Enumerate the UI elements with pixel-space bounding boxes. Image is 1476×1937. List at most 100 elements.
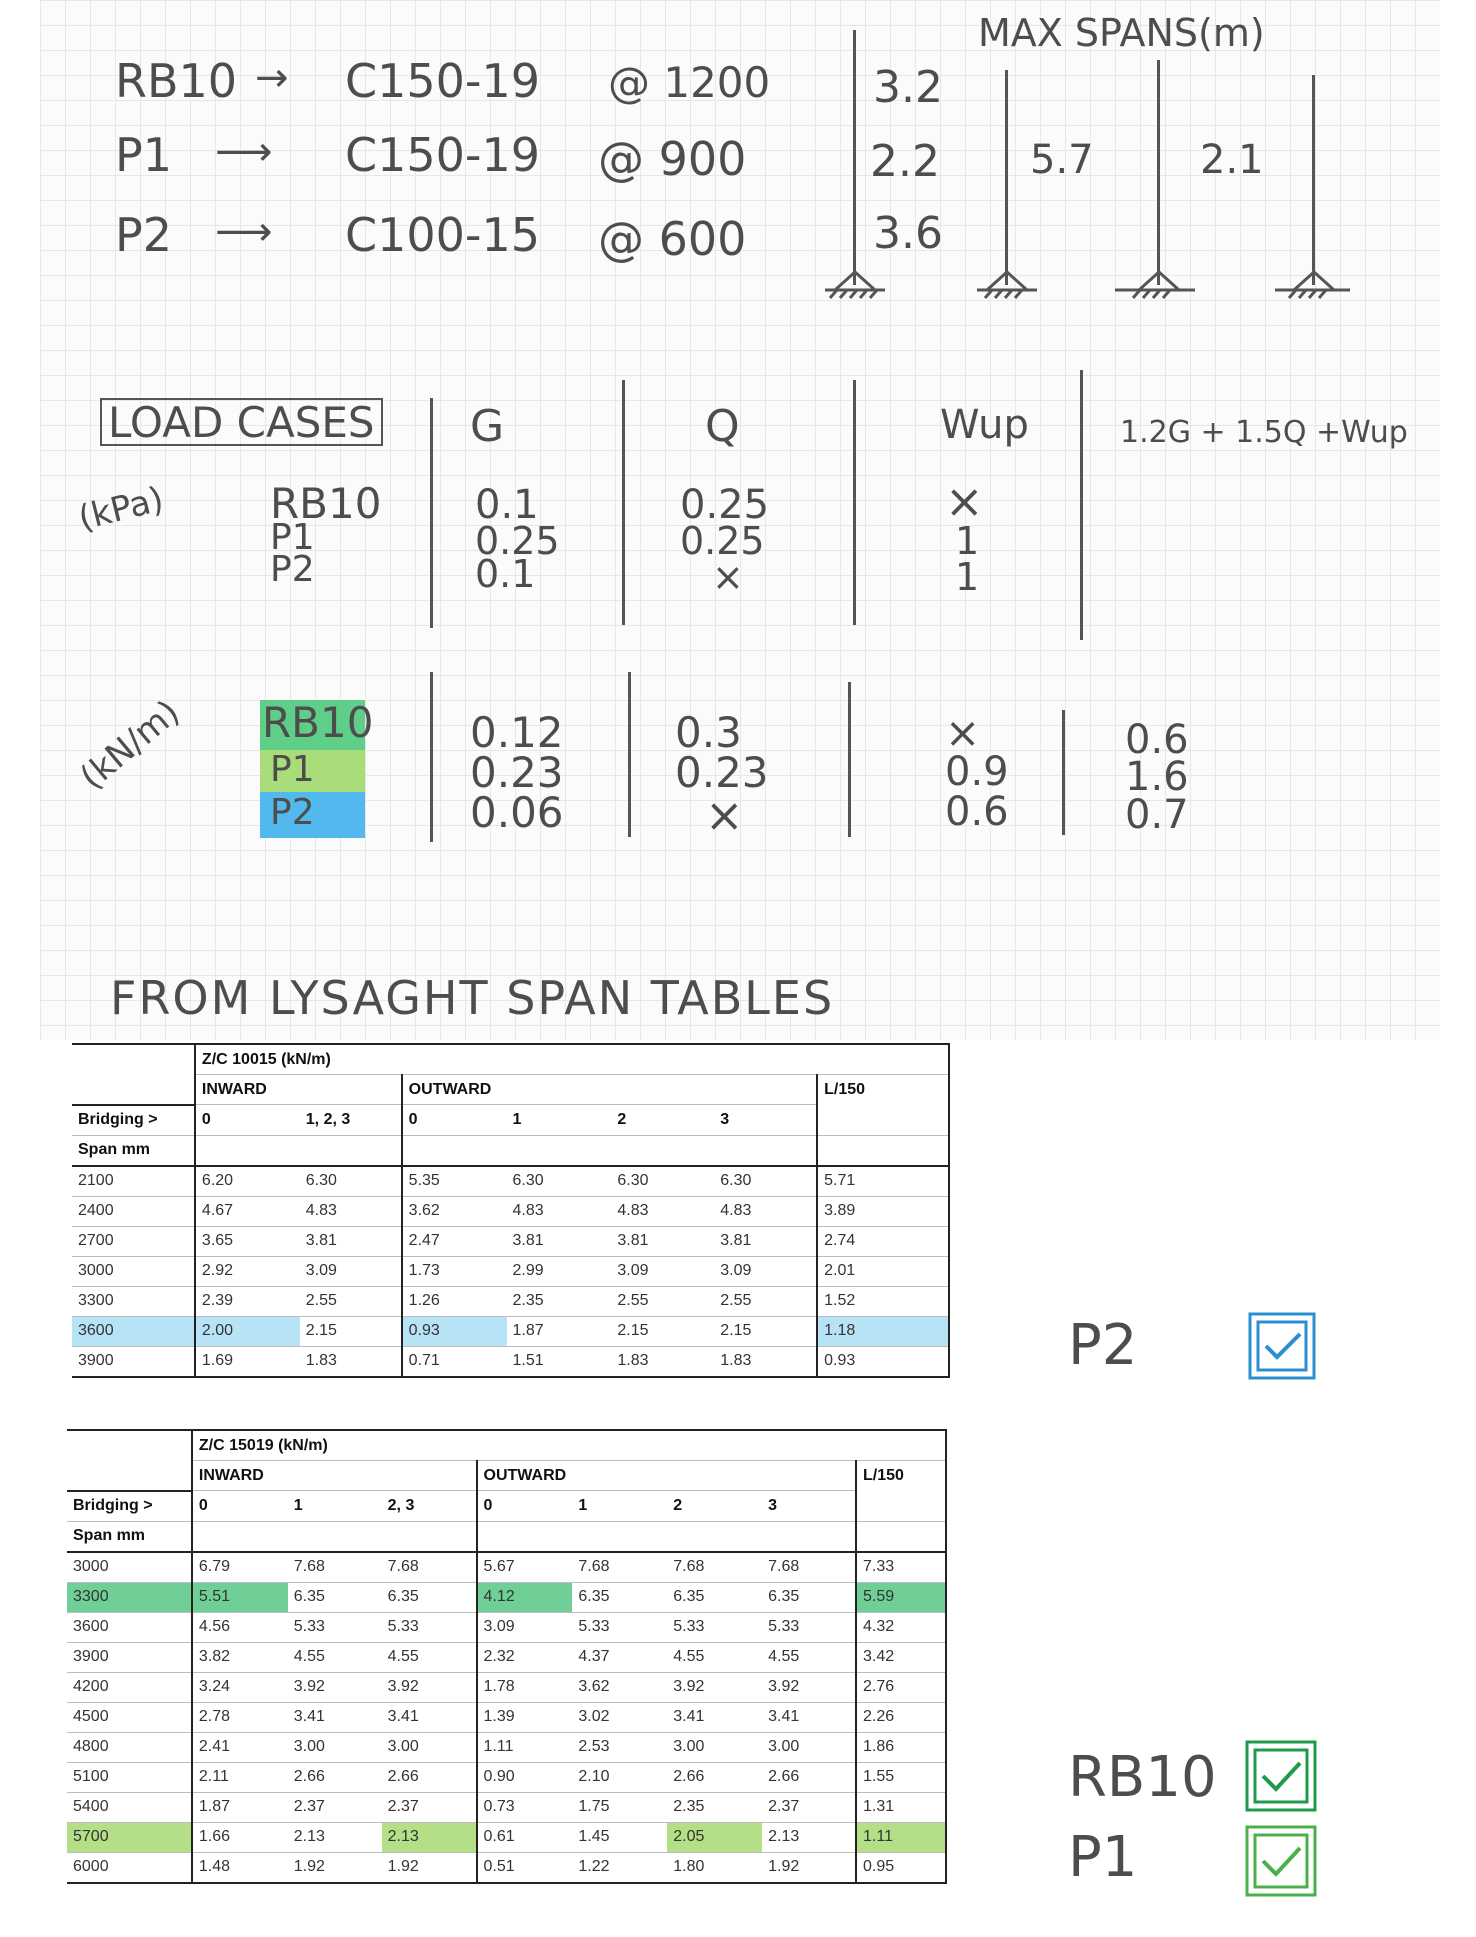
span-value: 2.2 bbox=[870, 136, 940, 187]
value-cell: 4.32 bbox=[855, 1612, 947, 1643]
checkbox-rb10[interactable] bbox=[1245, 1740, 1317, 1812]
span-value: 3.6 bbox=[873, 208, 943, 259]
knm-combo: 0.6 bbox=[1125, 717, 1189, 763]
span-cell: 3300 bbox=[67, 1582, 192, 1613]
divider bbox=[430, 672, 433, 842]
value-cell: 2.15 bbox=[611, 1316, 715, 1347]
value-cell: 1.87 bbox=[506, 1316, 612, 1347]
value-cell: 7.68 bbox=[287, 1551, 382, 1583]
check-label-p2: P2 bbox=[1068, 1313, 1138, 1378]
outward-header: OUTWARD bbox=[475, 1460, 857, 1491]
value-cell: 3.00 bbox=[667, 1732, 763, 1763]
case-name: RB10 bbox=[262, 698, 374, 747]
col-header: 0 bbox=[193, 1104, 300, 1136]
col-header: 2, 3 bbox=[381, 1490, 477, 1522]
value-cell: 3.92 bbox=[381, 1672, 477, 1703]
value-cell: 3.09 bbox=[299, 1256, 402, 1287]
checkbox-p1[interactable] bbox=[1245, 1825, 1317, 1897]
knm-wup: 0.9 bbox=[945, 749, 1009, 795]
value-cell: 0.90 bbox=[475, 1762, 573, 1793]
column-line bbox=[1005, 70, 1008, 285]
value-cell: 3.09 bbox=[475, 1612, 573, 1643]
value-cell: 5.33 bbox=[381, 1612, 477, 1643]
span-table-10015: Z/C 10015 (kN/m) INWARD OUTWARD L/150 Br… bbox=[72, 1043, 950, 1378]
value-cell: 3.09 bbox=[714, 1256, 818, 1287]
span-value: 2.1 bbox=[1200, 137, 1264, 183]
value-cell: 1.48 bbox=[190, 1852, 288, 1884]
checkbox-p2[interactable] bbox=[1248, 1312, 1316, 1380]
span-cell: 5700 bbox=[67, 1822, 192, 1853]
value-cell: 1.87 bbox=[190, 1792, 288, 1823]
col-header: 2 bbox=[667, 1490, 763, 1522]
value-cell: 5.35 bbox=[400, 1165, 507, 1197]
value-cell: 3.81 bbox=[506, 1226, 612, 1257]
value-cell: 3.00 bbox=[287, 1732, 382, 1763]
value-cell: 1.92 bbox=[381, 1852, 477, 1884]
value-cell: 4.55 bbox=[381, 1642, 477, 1673]
value-cell: 7.68 bbox=[667, 1551, 763, 1583]
value-cell: 0.61 bbox=[475, 1822, 573, 1853]
value-cell: 0.93 bbox=[400, 1316, 507, 1347]
value-cell: 2.47 bbox=[400, 1226, 507, 1257]
value-cell: 2.66 bbox=[287, 1762, 382, 1793]
span-cell: 5100 bbox=[67, 1762, 192, 1793]
value-cell: 7.33 bbox=[855, 1551, 947, 1583]
value-cell: 2.35 bbox=[667, 1792, 763, 1823]
value-cell: 1.31 bbox=[855, 1792, 947, 1823]
member-section: C100-15 bbox=[345, 208, 541, 262]
value-cell: 1.55 bbox=[855, 1762, 947, 1793]
graph-paper bbox=[40, 0, 1440, 1040]
value-cell: 1.51 bbox=[506, 1346, 612, 1378]
header-g: G bbox=[470, 401, 505, 452]
value-cell: 4.12 bbox=[475, 1582, 573, 1613]
case-name: P1 bbox=[270, 749, 315, 790]
case-name: P2 bbox=[270, 549, 315, 590]
value-cell: 1.80 bbox=[667, 1852, 763, 1884]
value-cell: 1.75 bbox=[572, 1792, 668, 1823]
highlight-p2 bbox=[260, 792, 365, 838]
value-cell: 3.41 bbox=[381, 1702, 477, 1733]
value-cell: 1.39 bbox=[475, 1702, 573, 1733]
value-cell: 3.81 bbox=[299, 1226, 402, 1257]
knm-wup: × bbox=[945, 708, 981, 757]
value-cell: 2.53 bbox=[572, 1732, 668, 1763]
value-cell: 6.35 bbox=[762, 1582, 857, 1613]
value-cell: 2.92 bbox=[193, 1256, 300, 1287]
value-cell: 6.35 bbox=[572, 1582, 668, 1613]
member-name: RB10 bbox=[115, 54, 238, 108]
value-cell: 6.35 bbox=[287, 1582, 382, 1613]
member-name: P1 bbox=[115, 128, 173, 182]
span-cell: 4200 bbox=[67, 1672, 192, 1703]
knm-combo: 1.6 bbox=[1125, 754, 1189, 800]
value-cell: 2.37 bbox=[287, 1792, 382, 1823]
value-cell: 3.62 bbox=[400, 1196, 507, 1227]
divider bbox=[1080, 370, 1083, 640]
value-cell: 1.11 bbox=[855, 1822, 947, 1853]
value-cell: 5.51 bbox=[190, 1582, 288, 1613]
value-cell: 2.39 bbox=[193, 1286, 300, 1317]
arrow: → bbox=[255, 55, 289, 101]
header-wup: Wup bbox=[940, 402, 1029, 448]
value-cell: 3.92 bbox=[667, 1672, 763, 1703]
value-cell: 2.78 bbox=[190, 1702, 288, 1733]
kpa-wup: × bbox=[945, 474, 984, 528]
span-cell: 4500 bbox=[67, 1702, 192, 1733]
case-name: P2 bbox=[270, 792, 315, 833]
checkmark-icon bbox=[1245, 1825, 1317, 1897]
value-cell: 1.83 bbox=[714, 1346, 818, 1378]
span-cell: 2400 bbox=[72, 1196, 195, 1227]
column-line bbox=[853, 30, 856, 285]
header-combo: 1.2G + 1.5Q +Wup bbox=[1120, 415, 1408, 450]
value-cell: 5.33 bbox=[572, 1612, 668, 1643]
